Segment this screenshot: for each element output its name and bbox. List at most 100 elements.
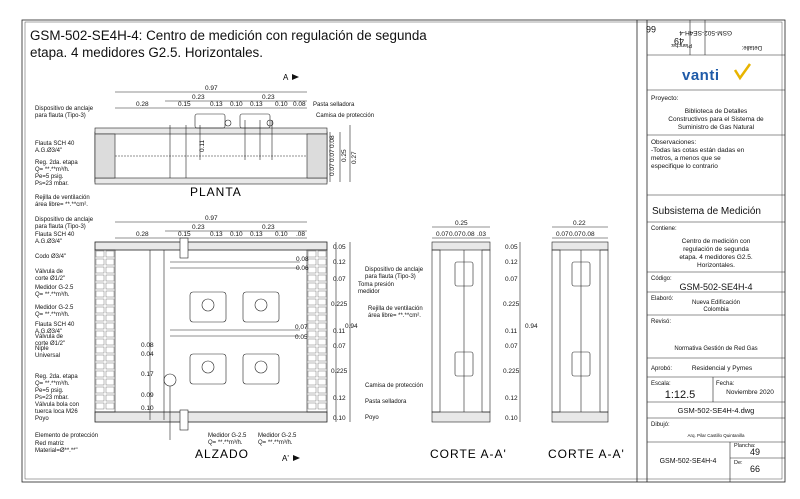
svg-text:Medidor G-2.5: Medidor G-2.5: [35, 285, 74, 291]
corte1-title: CORTE A-A': [430, 447, 507, 461]
brick: [95, 314, 105, 322]
brick: [95, 322, 105, 330]
brick: [105, 290, 115, 298]
svg-text:0.10: 0.10: [230, 101, 243, 108]
brick: [105, 250, 115, 258]
corte2-view: [551, 226, 609, 423]
svg-text:0.225: 0.225: [503, 301, 520, 308]
brick: [307, 282, 317, 290]
svg-text:Camisa de protección: Camisa de protección: [365, 383, 423, 389]
brick: [95, 250, 105, 258]
brick: [95, 362, 105, 370]
svg-text:0.10: 0.10: [333, 415, 346, 422]
brick: [105, 386, 115, 394]
svg-text:0.08: 0.08: [141, 342, 154, 349]
brick: [307, 306, 317, 314]
svg-text:GSM-502-SE4H-4: GSM-502-SE4H-4: [660, 458, 717, 465]
svg-text:Fecha:: Fecha:: [716, 381, 735, 387]
svg-text:corte Ø1/2": corte Ø1/2": [35, 341, 65, 347]
brick: [307, 290, 317, 298]
brick: [317, 362, 327, 370]
svg-text:0.05: 0.05: [295, 334, 308, 341]
svg-text:Q= **.**m³/h.: Q= **.**m³/h.: [258, 440, 293, 446]
meter-1: [189, 291, 227, 323]
alzado-view: [94, 221, 351, 440]
svg-text:49: 49: [750, 447, 760, 457]
brick: [105, 346, 115, 354]
svg-text:0.22: 0.22: [573, 220, 586, 227]
svg-text:0.23: 0.23: [192, 224, 205, 231]
svg-text:Reg. 2da. etapa: Reg. 2da. etapa: [35, 160, 78, 166]
svg-text:Flauta SCH 40: Flauta SCH 40: [35, 322, 75, 328]
svg-text:0.10: 0.10: [230, 231, 243, 238]
svg-text:0.10: 0.10: [275, 101, 288, 108]
svg-text:0.11: 0.11: [199, 139, 206, 152]
brick: [317, 322, 327, 330]
svg-text:0.12: 0.12: [505, 395, 518, 402]
brick: [307, 266, 317, 274]
svg-text:0.11: 0.11: [333, 328, 346, 335]
svg-text:0.15: 0.15: [178, 231, 191, 238]
brick: [317, 386, 327, 394]
svg-text:medidor: medidor: [358, 289, 380, 295]
svg-text:Poyo: Poyo: [35, 416, 49, 422]
alzado-title: ALZADO: [195, 447, 249, 461]
svg-text:Nueva Edificación: Nueva Edificación: [692, 300, 740, 306]
svg-text:0.07: 0.07: [329, 149, 336, 162]
marker-a-prime: A': [282, 454, 289, 463]
svg-text:0.225: 0.225: [331, 368, 348, 375]
svg-text:0.13: 0.13: [210, 101, 223, 108]
svg-text:Detalle:: Detalle:: [741, 44, 762, 50]
brick: [307, 362, 317, 370]
svg-text:Horizontales.: Horizontales.: [697, 262, 735, 269]
brick: [105, 394, 115, 402]
svg-text:para flauta (Tipo-3): para flauta (Tipo-3): [35, 224, 86, 230]
brick: [307, 274, 317, 282]
svg-text:0.25: 0.25: [455, 220, 468, 227]
svg-text:Ps=23 mbar.: Ps=23 mbar.: [35, 181, 69, 187]
brick: [95, 386, 105, 394]
brick: [317, 394, 327, 402]
brick: [105, 378, 115, 386]
svg-text:Válvula de: Válvula de: [35, 334, 64, 340]
svg-text:Medidor G-2.5: Medidor G-2.5: [35, 305, 74, 311]
svg-text:Q= **.**m³/h.: Q= **.**m³/h.: [35, 167, 70, 173]
brick: [307, 378, 317, 386]
svg-text:0.28: 0.28: [136, 231, 149, 238]
svg-text:Dispositivo de anclaje: Dispositivo de anclaje: [365, 267, 424, 273]
svg-text:0.09: 0.09: [141, 392, 154, 399]
svg-text:Residencial y Pymes: Residencial y Pymes: [692, 365, 753, 372]
brick: [105, 274, 115, 282]
svg-text:Codo Ø3/4": Codo Ø3/4": [35, 254, 66, 260]
brick-right: [306, 249, 328, 413]
planta-dims: 0.97 0.23 0.23 0.28 0.15 0.13 0.10 0.13 …: [136, 85, 358, 176]
svg-text:Colombia: Colombia: [703, 307, 729, 313]
svg-text:Pe=5 psig.: Pe=5 psig.: [35, 388, 64, 394]
svg-text:1:12.5: 1:12.5: [665, 389, 696, 401]
brick: [317, 346, 327, 354]
brick: [105, 330, 115, 338]
svg-text:0.07: 0.07: [436, 231, 449, 238]
svg-text:0.08: 0.08: [582, 231, 595, 238]
svg-text:Pe=5 psig.: Pe=5 psig.: [35, 174, 64, 180]
svg-text:0.23: 0.23: [192, 94, 205, 101]
brick: [317, 330, 327, 338]
svg-text:Plancha:: Plancha:: [670, 42, 692, 48]
svg-text:Flauta SCH 40: Flauta SCH 40: [35, 232, 75, 238]
svg-text:0.28: 0.28: [136, 101, 149, 108]
svg-text:Ps=23 mbar.: Ps=23 mbar.: [35, 395, 69, 401]
svg-text:tuerca loca M26: tuerca loca M26: [35, 409, 78, 415]
brick: [105, 282, 115, 290]
brick: [317, 258, 327, 266]
brick: [317, 266, 327, 274]
brick-left: [94, 249, 116, 413]
svg-text:0.07: 0.07: [333, 343, 346, 350]
svg-text:Rejilla de ventilación: Rejilla de ventilación: [368, 306, 423, 312]
svg-text:-Todas las cotas están dadas e: -Todas las cotas están dadas en: [651, 147, 745, 154]
brick: [317, 378, 327, 386]
brick: [95, 370, 105, 378]
brick: [317, 298, 327, 306]
brick: [95, 282, 105, 290]
svg-text:0.08: 0.08: [329, 135, 336, 148]
brick: [307, 386, 317, 394]
